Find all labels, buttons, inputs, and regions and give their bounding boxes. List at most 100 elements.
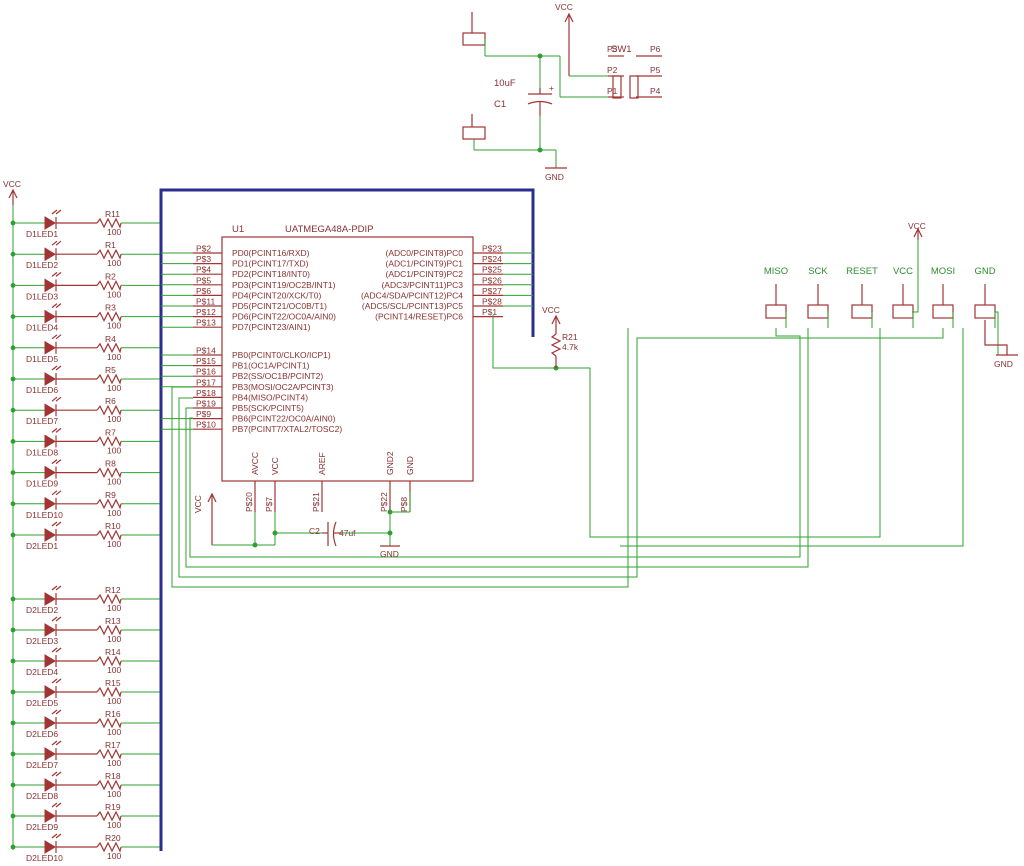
led-ref: D1LED5 — [26, 354, 58, 364]
isp-power: VCC GND — [908, 221, 1018, 369]
led-diode — [44, 654, 56, 668]
isp-label: MOSI — [931, 266, 955, 277]
pin-label: AREF — [317, 452, 327, 475]
resistor-ref: R4 — [105, 334, 116, 344]
wire-pb3-mosi — [171, 328, 629, 588]
resistor-value: 100 — [107, 321, 121, 331]
led-diode — [44, 778, 56, 792]
gnd-label-isp: GND — [994, 359, 1013, 369]
resistor-value: 100 — [107, 758, 121, 768]
led-row: D1LED5 R4 100 — [10, 334, 161, 364]
isp-pad — [807, 304, 829, 319]
resistor-ref: R14 — [105, 647, 121, 657]
led-diode — [44, 465, 56, 480]
led-emission-marks — [51, 365, 62, 371]
led-ref: D1LED2 — [26, 260, 58, 270]
led-emission-marks — [51, 396, 62, 402]
pin-label: PD6(PCINT22/OC0A/AIN0) — [232, 312, 336, 322]
vcc-label-isp: VCC — [908, 221, 926, 231]
resistor-ref: R12 — [105, 585, 121, 595]
led-resistor — [96, 529, 122, 541]
resistor-ref: R16 — [105, 709, 121, 719]
sw1-pin-p1: P1 — [607, 86, 618, 96]
led-ref: D1LED10 — [26, 510, 63, 520]
led-ref: D1LED9 — [26, 479, 58, 489]
power-section: + 10uF C1 GND VCC P3 P2 P1 P6 P5 P4 SW1 — [462, 2, 662, 182]
led-ref: D2LED2 — [26, 605, 58, 615]
pin-number: P$24 — [482, 254, 502, 264]
wire-pb5-sck — [185, 328, 809, 568]
pin-number: P$25 — [482, 265, 502, 275]
led-ref: D1LED6 — [26, 385, 58, 395]
led-resistor — [96, 404, 122, 416]
led-ref: D1LED3 — [26, 291, 58, 301]
mcu-name: UATMEGA48A-PDIP — [285, 224, 374, 235]
led-ref: D1LED4 — [26, 323, 58, 333]
mcu-body — [221, 236, 474, 482]
sw1-ref: SW1 — [611, 44, 632, 55]
isp-label: MISO — [764, 266, 788, 277]
led-emission-marks — [51, 427, 62, 433]
pin-number: P$12 — [196, 307, 216, 317]
led-diode — [44, 309, 56, 324]
vcc-label-mcu: VCC — [193, 495, 203, 513]
c2-ref: C2 — [309, 526, 320, 536]
led-ref: D1LED8 — [26, 447, 58, 457]
led-ref: D2LED4 — [26, 667, 58, 677]
isp-pad — [932, 304, 954, 319]
pin-label: PB0(PCINT0/CLKO/ICP1) — [232, 350, 331, 360]
led-diode — [44, 278, 56, 293]
resistor-ref: R15 — [105, 678, 121, 688]
isp-pin: VCC — [892, 266, 914, 328]
sw1-pin-p4: P4 — [650, 86, 661, 96]
pin-label: PD5(PCINT21/OC0B/T1) — [232, 301, 327, 311]
resistor-value: 100 — [107, 352, 121, 362]
led-emission-marks — [51, 678, 62, 684]
led-diode — [44, 685, 56, 699]
pin-number: P$17 — [196, 377, 216, 387]
resistor-ref: R19 — [105, 802, 121, 812]
sw1-pin-p2: P2 — [607, 65, 618, 75]
resistor-ref: R20 — [105, 833, 121, 843]
pin-label: (ADC4/SDA/PCINT12)PC4 — [361, 290, 463, 300]
isp-pin: GND — [974, 266, 996, 328]
led-diode — [44, 216, 56, 230]
led-ref: D2LED10 — [26, 853, 63, 863]
pin-label: PB7(PCINT7/XTAL2/TOSC2) — [232, 424, 342, 434]
led-emission-marks — [51, 771, 62, 777]
mcu-pin-right: P$27(ADC4/SDA/PCINT12)PC4 — [361, 286, 533, 300]
pin-number: P$19 — [196, 399, 216, 409]
pin-label: (ADC3/PCINT11)PC3 — [381, 280, 463, 290]
resistor-value: 100 — [107, 414, 121, 424]
pin-number: P$14 — [196, 346, 216, 356]
pin-number: P$23 — [482, 244, 502, 254]
led-diode — [44, 528, 56, 542]
isp-label: VCC — [893, 266, 913, 277]
pin-number: P$20 — [244, 492, 254, 512]
battery-pad-bottom — [462, 126, 486, 140]
mcu-pin-right: P$1(PCINT14/RESET)PC6 — [375, 307, 503, 322]
resistor-value: 100 — [107, 445, 121, 455]
led-diode — [44, 716, 56, 730]
led-ref: D2LED1 — [26, 541, 58, 551]
led-diode — [44, 840, 56, 854]
led-resistor — [96, 779, 122, 791]
r21-value: 4.7k — [562, 342, 579, 352]
resistor-ref: R18 — [105, 771, 121, 781]
